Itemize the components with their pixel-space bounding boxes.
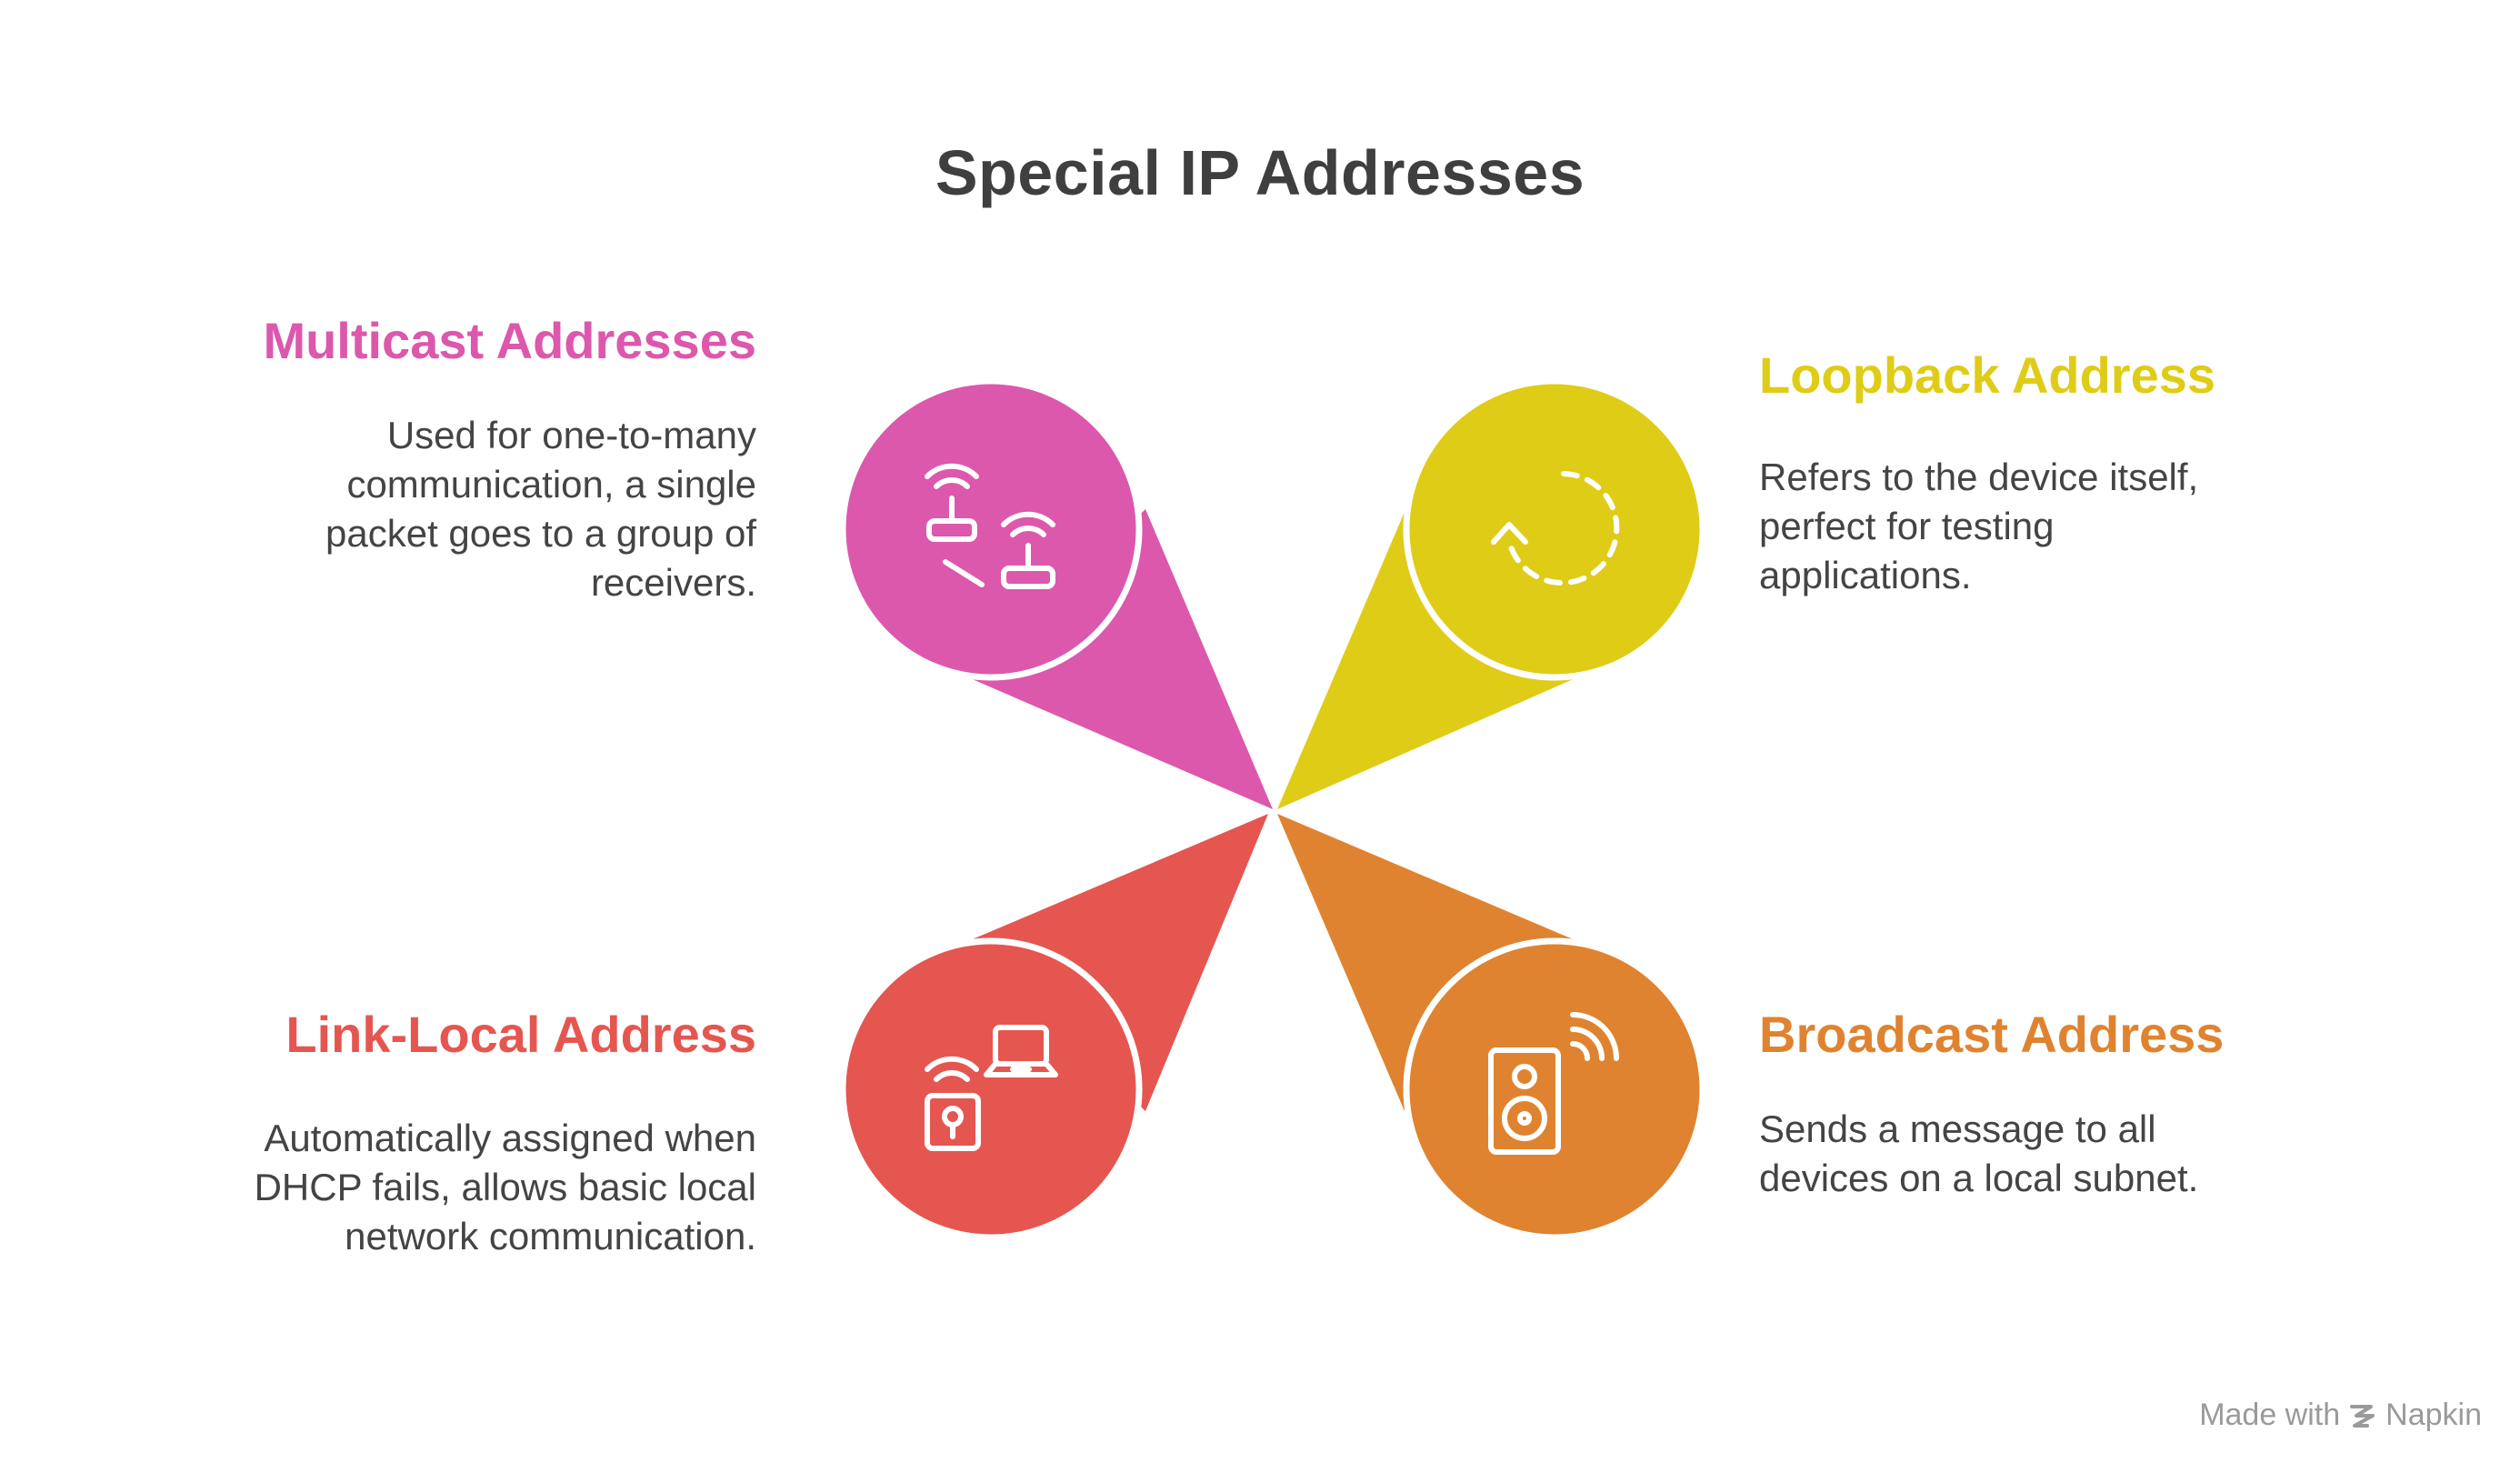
broadcast-line: devices on a local subnet. [1759,1157,2199,1199]
link-local-line: network communication. [345,1215,756,1258]
wifi-routers-icon [925,463,1055,589]
broadcast-petal [1277,814,1706,1241]
multicast-line: Used for one-to-many [386,414,756,456]
made-with-label: Made with [2199,1398,2341,1432]
multicast-heading: Multicast Addresses [263,312,756,369]
multicast-line: receivers. [590,561,756,604]
loopback-description: Refers to the device itself, perfect for… [1759,453,2198,600]
speaker-broadcast-icon [1488,1012,1619,1155]
loopback-line: perfect for testing [1759,505,2055,547]
loopback-line: Refers to the device itself, [1759,456,2199,498]
loopback-petal [1277,377,1706,809]
link-local-petal [839,814,1268,1241]
broadcast-line: Sends a message to all [1759,1107,2156,1150]
link-local-line: DHCP fails, allows basic local [254,1166,756,1208]
made-with-footer: Made with Napkin [2199,1398,2482,1433]
broadcast-heading: Broadcast Address [1759,1006,2225,1063]
loopback-heading: Loopback Address [1759,346,2216,404]
link-local-heading: Link-Local Address [285,1006,756,1063]
multicast-description: Used for one-to-many communication, a si… [325,411,756,607]
link-local-description: Automatically assigned when DHCP fails, … [255,1114,756,1261]
page-title: Special IP Addresses [935,137,1585,208]
multicast-line: packet goes to a group of [325,512,756,555]
loopback-line: applications. [1759,554,1972,596]
napkin-logo-icon [2349,1402,2376,1429]
loop-arrow-icon [1491,471,1620,586]
multicast-line: communication, a single [346,463,756,506]
laptop-network-icon [925,1025,1058,1151]
multicast-petal [839,377,1273,809]
broadcast-description: Sends a message to all devices on a loca… [1759,1105,2198,1203]
link-local-line: Automatically assigned when [264,1117,756,1159]
napkin-brand: Napkin [2385,1398,2482,1432]
